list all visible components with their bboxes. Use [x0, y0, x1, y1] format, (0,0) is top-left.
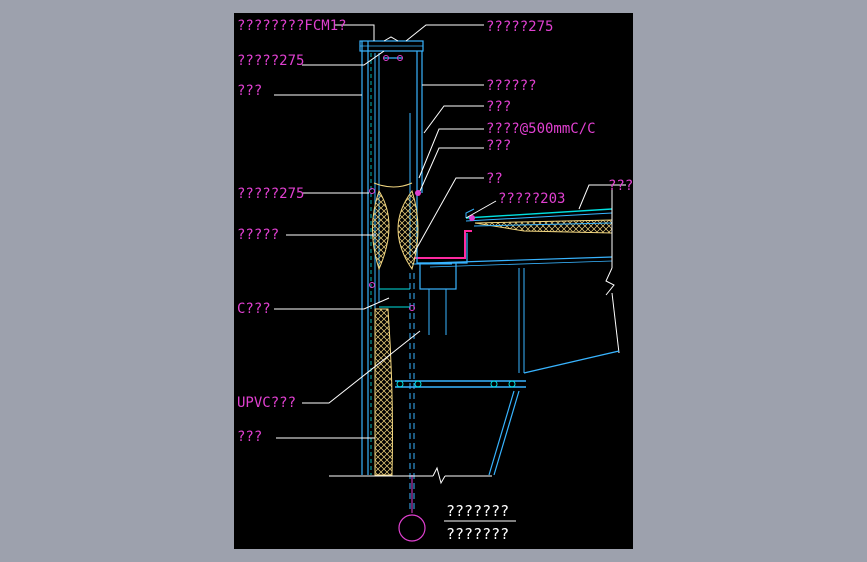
label-275-left: ?????275: [237, 53, 304, 69]
drawing-title: ???????: [446, 502, 509, 520]
label-c-section: C???: [237, 301, 271, 317]
label-upvc: UPVC???: [237, 395, 296, 411]
roof-beam: [518, 188, 620, 374]
drawing-sheet: ????????FCM1? ?????275 ?????275 ??? ????…: [234, 13, 633, 549]
label-fixing: ???: [486, 138, 511, 154]
label-roof: ???: [608, 178, 633, 194]
drawing-subtitle: ???????: [446, 525, 509, 543]
fasteners: [369, 188, 475, 311]
label-gutter-part: ???: [486, 99, 511, 115]
section-symbol: [398, 514, 426, 542]
gutter-bracket: [395, 380, 526, 476]
parapet-cap: [359, 36, 424, 193]
label-wall-bottom: ???: [237, 429, 262, 445]
downpipe: [409, 273, 415, 513]
ground-line: [329, 466, 492, 485]
gutter-body: [409, 113, 472, 335]
label-fcm1: ????????FCM1?: [237, 18, 347, 34]
label-275-top: ?????275: [486, 19, 553, 35]
roof-panel: [429, 208, 613, 268]
label-insulation: ?????: [237, 227, 279, 243]
annotation-labels: ????????FCM1? ?????275 ?????275 ??? ????…: [237, 18, 633, 445]
title-block: ??????? ???????: [444, 502, 516, 543]
insulation-upper: [372, 182, 419, 271]
label-275-mid: ?????275: [237, 186, 304, 202]
label-wall-top: ???: [237, 83, 262, 99]
label-seal: ??: [486, 171, 503, 187]
label-spacing: ????@500mmC/C: [486, 121, 596, 137]
label-gutter-sheet: ??????: [486, 78, 537, 94]
section-drawing: ????????FCM1? ?????275 ?????275 ??? ????…: [237, 18, 633, 543]
label-203: ?????203: [498, 191, 565, 207]
leader-lines: [274, 24, 626, 439]
